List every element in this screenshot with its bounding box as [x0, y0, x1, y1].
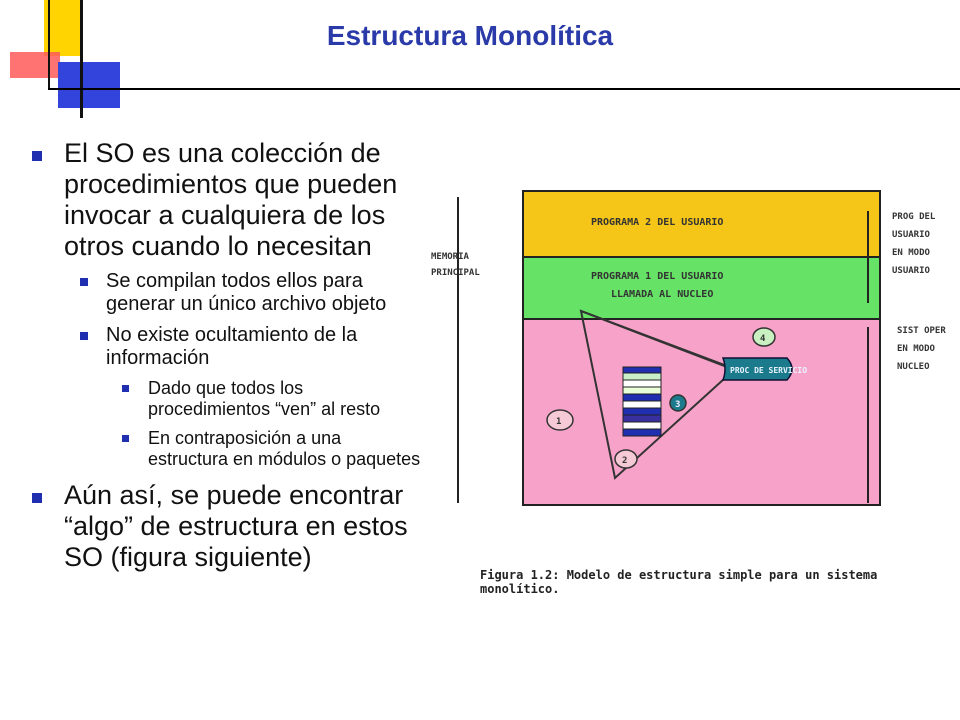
kernel-mode-label-line: SIST OPER: [897, 326, 946, 336]
bullet-text: El SO es una colección de procedimientos…: [64, 138, 398, 261]
service-procedure-shape: [721, 357, 793, 381]
step-marker-4: [752, 327, 776, 347]
kernel-call-label: LLAMADA AL NUCLEO: [611, 289, 713, 300]
step-marker-label: 2: [622, 456, 627, 466]
user-mode-label-line: USUARIO: [892, 266, 931, 276]
sub-bullet-item: Se compilan todos ellos para generar un …: [30, 270, 425, 316]
bullet-item: El SO es una colección de procedimientos…: [30, 138, 425, 262]
step-marker-label: 4: [760, 334, 766, 344]
bullet-marker: [122, 435, 129, 442]
call-path-line: [580, 310, 733, 370]
user-mode-label-line: EN MODO: [892, 248, 931, 258]
kernel-mode-label-line: NUCLEO: [897, 362, 930, 372]
bullet-text: Se compilan todos ellos para generar un …: [106, 270, 387, 315]
user-program-1-label: PROGRAMA 1 DEL USUARIO: [591, 271, 723, 282]
sub-bullet-item: No existe ocultamiento de la información: [30, 324, 425, 370]
user-program-2-label: PROGRAMA 2 DEL USUARIO: [591, 217, 723, 228]
bullet-text: No existe ocultamiento de la información: [106, 324, 358, 369]
step-marker-2: [614, 449, 638, 469]
sub-sub-bullet-item: Dado que todos los procedimientos “ven” …: [30, 378, 425, 420]
title-divider: [48, 88, 960, 90]
bullet-text: Aún así, se puede encontrar “algo” de es…: [64, 480, 408, 572]
user-mode-label-line: PROG DEL: [892, 212, 936, 222]
memory-label-line: MEMORIA: [431, 252, 470, 262]
bullet-item: Aún así, se puede encontrar “algo” de es…: [30, 480, 425, 573]
step-marker-3: [669, 394, 687, 412]
memory-label-line: PRINCIPAL: [431, 268, 480, 278]
user-program-1-band: [522, 256, 881, 320]
bullet-text: En contraposición a una estructura en mó…: [148, 428, 421, 469]
kernel-mode-label-line: EN MODO: [897, 344, 936, 354]
slide-title: Estructura Monolítica: [326, 20, 614, 51]
bullet-text: Dado que todos los procedimientos “ven” …: [148, 378, 381, 419]
step-marker-1: [546, 409, 574, 431]
bullet-marker: [32, 151, 42, 161]
sub-sub-bullet-item: En contraposición a una estructura en mó…: [30, 428, 425, 470]
user-mode-label-line: USUARIO: [892, 230, 931, 240]
service-table-stack: [622, 366, 662, 437]
service-procedure-label: PROC DE SERVICIO: [730, 366, 807, 375]
bullet-marker: [32, 493, 42, 503]
figure-caption: Figura 1.2: Modelo de estructura simple …: [480, 568, 878, 596]
kernel-band: [522, 318, 881, 506]
step-marker-label: 1: [556, 417, 561, 427]
bullet-marker: [80, 332, 88, 340]
decorative-logo: [0, 0, 150, 120]
step-marker-label: 3: [675, 400, 680, 410]
bullet-marker: [80, 278, 88, 286]
bullet-marker: [122, 385, 129, 392]
user-program-2-band: [522, 190, 881, 258]
bullet-list: El SO es una colección de procedimientos…: [30, 138, 425, 581]
monolithic-structure-figure: MEMORIA PRINCIPAL PROGRAMA 2 DEL USUARIO…: [425, 175, 960, 595]
